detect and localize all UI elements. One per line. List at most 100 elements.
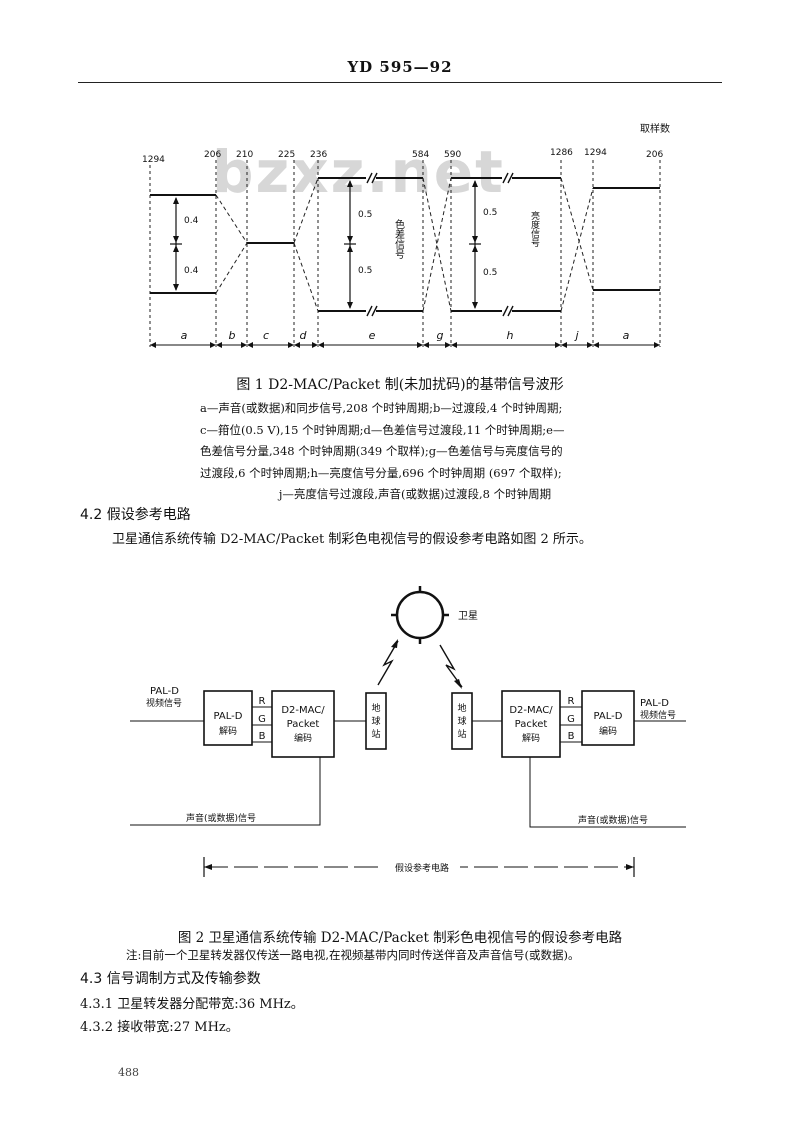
span-label-backdrop <box>384 859 460 875</box>
output-label: 视频信号 <box>640 709 676 721</box>
pal-decoder-label: PAL-D <box>214 711 243 722</box>
amp-label: 0.5 <box>483 268 497 278</box>
reference-span-label: 假设参考电路 <box>395 862 449 874</box>
fig1-break-marks <box>366 172 514 317</box>
tick-label: 206 <box>646 150 663 160</box>
earth-station-char: 站 <box>457 728 466 740</box>
tick-label: 1294 <box>142 155 165 165</box>
legend-line: 过渡段,6 个时钟周期;h—亮度信号分量,696 个时钟周期 (697 个取样)… <box>200 465 562 480</box>
tick-label: 1286 <box>550 148 573 158</box>
segment-label: b <box>229 329 236 342</box>
fig1-arrowheads <box>173 180 478 309</box>
reference-span-arrow <box>626 864 634 870</box>
rgb-label: G <box>567 714 575 725</box>
segment-label: d <box>300 329 308 342</box>
figure2-note: 注:目前一个卫星转发器仅传送一路电视,在视频基带内同时传送伴音及声音信号(或数据… <box>126 948 580 962</box>
page-header: YD 595—92 <box>347 58 453 76</box>
audio-label-left: 声音(或数据)信号 <box>186 812 256 824</box>
tick-label: 584 <box>412 150 429 160</box>
fig1-segment-labels: a b c d e g h j a <box>181 329 630 342</box>
audio-label-right: 声音(或数据)信号 <box>578 814 648 826</box>
amp-label: 0.5 <box>358 266 372 276</box>
fig1-dimension-arrows <box>150 342 660 348</box>
amp-label: 0.5 <box>483 208 497 218</box>
page-number: 488 <box>118 1066 139 1079</box>
earth-station-char: 球 <box>371 715 380 727</box>
section-4-2-heading: 4.2 假设参考电路 <box>80 507 191 523</box>
downlink-arrow-icon <box>454 679 462 689</box>
pal-decoder-box <box>203 690 253 746</box>
tick-label: 590 <box>444 150 461 160</box>
satellite-label: 卫星 <box>458 610 478 622</box>
legend-line: j—亮度信号过渡段,声音(或数据)过渡段,8 个时钟周期 <box>278 487 552 501</box>
mac-decoder-label: Packet <box>515 719 548 730</box>
segment-label: g <box>437 329 444 342</box>
tick-label: 206 <box>204 150 221 160</box>
fig1-amplitude-labels: 0.4 0.4 0.5 0.5 0.5 0.5 <box>184 208 497 278</box>
rgb-lines-right <box>560 706 582 743</box>
mac-decoder-label: 解码 <box>522 732 540 744</box>
figure2-diagram: 卫星 PAL-D 视频信号 PAL-D 解码 R G B D2-MAC/ Pac… <box>130 586 686 877</box>
amp-label: 0.4 <box>184 266 199 276</box>
pal-encoder-label: PAL-D <box>594 711 623 722</box>
segment-label: a <box>181 329 188 342</box>
mac-encoder-box <box>271 690 335 758</box>
earth-station-char: 球 <box>457 715 466 727</box>
fig1-waveform-lines <box>150 177 660 312</box>
input-label: 视频信号 <box>146 697 182 709</box>
luma-label: 亮度信号 <box>529 210 540 248</box>
segment-label: a <box>623 329 630 342</box>
audio-line-left <box>130 757 321 826</box>
rgb-labels-left: R G B <box>258 696 266 742</box>
mac-encoder-label: D2-MAC/ <box>281 705 325 716</box>
segment-label: j <box>573 329 579 342</box>
earth-station-left-label: 地 球 站 <box>371 702 380 740</box>
earth-station-char: 站 <box>371 728 380 740</box>
section-4-3-1: 4.3.1 卫星转发器分配带宽:36 MHz。 <box>80 997 304 1012</box>
legend-line: 色差信号分量,348 个时钟周期(349 个取样);g—色差信号与亮度信号的 <box>200 444 563 458</box>
rgb-labels-right: R G B <box>567 696 575 742</box>
legend-line: a—声音(或数据)和同步信号,208 个时钟周期;b—过渡段,4 个时钟周期; <box>200 401 563 415</box>
tick-label: 1294 <box>584 148 607 158</box>
chroma-label: 色差信号 <box>393 218 405 260</box>
rgb-label: G <box>258 714 266 725</box>
legend-line: c—箝位(0.5 V),15 个时钟周期;d—色差信号过渡段,11 个时钟周期;… <box>200 422 565 437</box>
audio-line-right <box>529 757 686 828</box>
mac-decoder-box <box>501 690 561 758</box>
fig1-boundaries <box>149 160 661 347</box>
rgb-label: B <box>259 731 266 742</box>
fig1-ticks: 1294 206 210 225 236 584 590 1286 1294 2… <box>142 148 663 165</box>
earth-station-char: 地 <box>371 702 380 714</box>
rgb-label: R <box>568 696 575 707</box>
header-rule <box>78 82 722 83</box>
section-4-3-heading: 4.3 信号调制方式及传输参数 <box>80 971 261 987</box>
fig1-transitions <box>215 177 594 312</box>
segment-label: e <box>369 329 376 342</box>
section-4-2-text: 卫星通信系统传输 D2-MAC/Packet 制彩色电视信号的假设参考电路如图 … <box>112 532 592 547</box>
watermark: bzxz.net <box>212 138 505 206</box>
pal-decoder-label: 解码 <box>219 725 237 737</box>
earth-station-left <box>365 692 387 750</box>
mac-encoder-label: Packet <box>287 719 320 730</box>
rgb-label: R <box>259 696 266 707</box>
mac-encoder-label: 编码 <box>294 732 312 744</box>
fig1-unit-label: 取样数 <box>640 122 670 135</box>
figure2-caption: 图 2 卫星通信系统传输 D2-MAC/Packet 制彩色电视信号的假设参考电… <box>177 930 623 946</box>
figure1-caption: 图 1 D2-MAC/Packet 制(未加扰码)的基带信号波形 <box>236 377 564 393</box>
earth-station-right-label: 地 球 站 <box>457 702 466 740</box>
pal-encoder-label: 编码 <box>599 725 617 737</box>
segment-label: h <box>507 329 514 342</box>
input-label: PAL-D <box>150 686 179 697</box>
amp-label: 0.4 <box>184 216 199 226</box>
earth-station-char: 地 <box>457 702 466 714</box>
fig1-amplitude-arrows <box>170 181 481 308</box>
satellite-icon <box>391 586 449 644</box>
section-4-3-2: 4.3.2 接收带宽:27 MHz。 <box>80 1020 239 1035</box>
rgb-lines-left <box>252 706 272 743</box>
amp-label: 0.5 <box>358 210 372 220</box>
mac-decoder-label: D2-MAC/ <box>509 705 553 716</box>
uplink-arrow-icon <box>391 639 398 648</box>
figure1-waveform: 取样数 1294 206 210 225 236 584 590 1286 12… <box>142 122 670 348</box>
reference-span-arrow <box>204 864 212 870</box>
tick-label: 236 <box>310 150 327 160</box>
